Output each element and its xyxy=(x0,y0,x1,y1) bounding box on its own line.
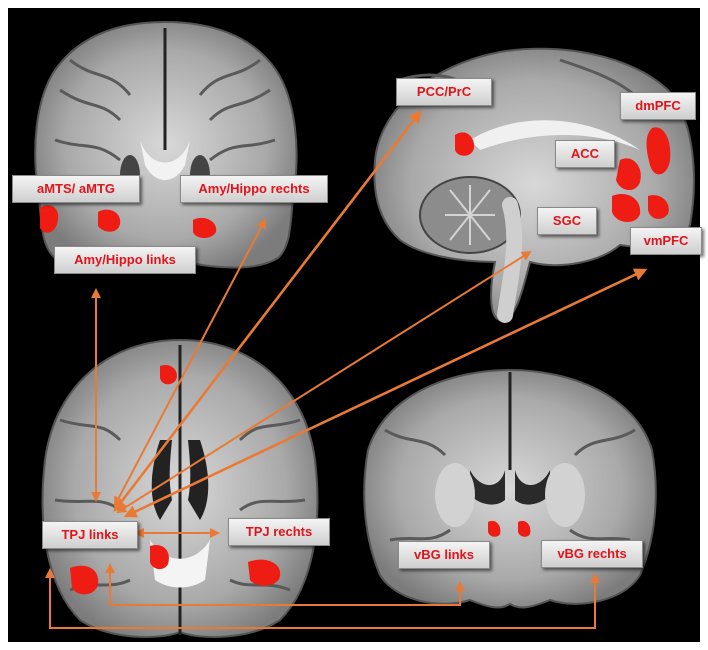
label-amy-hippo-links: Amy/Hippo links xyxy=(54,246,196,274)
label-amts-amtg: aMTS/ aMTG xyxy=(12,175,140,203)
label-dmpfc: dmPFC xyxy=(620,92,696,120)
coronal-slice-temporal xyxy=(35,22,296,268)
label-vbg-rechts: vBG rechts xyxy=(541,540,643,568)
label-sgc: SGC xyxy=(537,207,597,235)
label-acc: ACC xyxy=(555,140,615,168)
label-tpj-links: TPJ links xyxy=(42,521,138,549)
label-pcc-prc: PCC/PrC xyxy=(396,78,492,106)
label-tpj-rechts: TPJ rechts xyxy=(228,518,330,546)
label-vbg-links: vBG links xyxy=(398,541,490,569)
label-vmpfc: vmPFC xyxy=(630,227,702,255)
coronal-slice-basal-ganglia xyxy=(364,370,656,607)
label-amy-hippo-rechts: Amy/Hippo rechts xyxy=(180,175,328,203)
